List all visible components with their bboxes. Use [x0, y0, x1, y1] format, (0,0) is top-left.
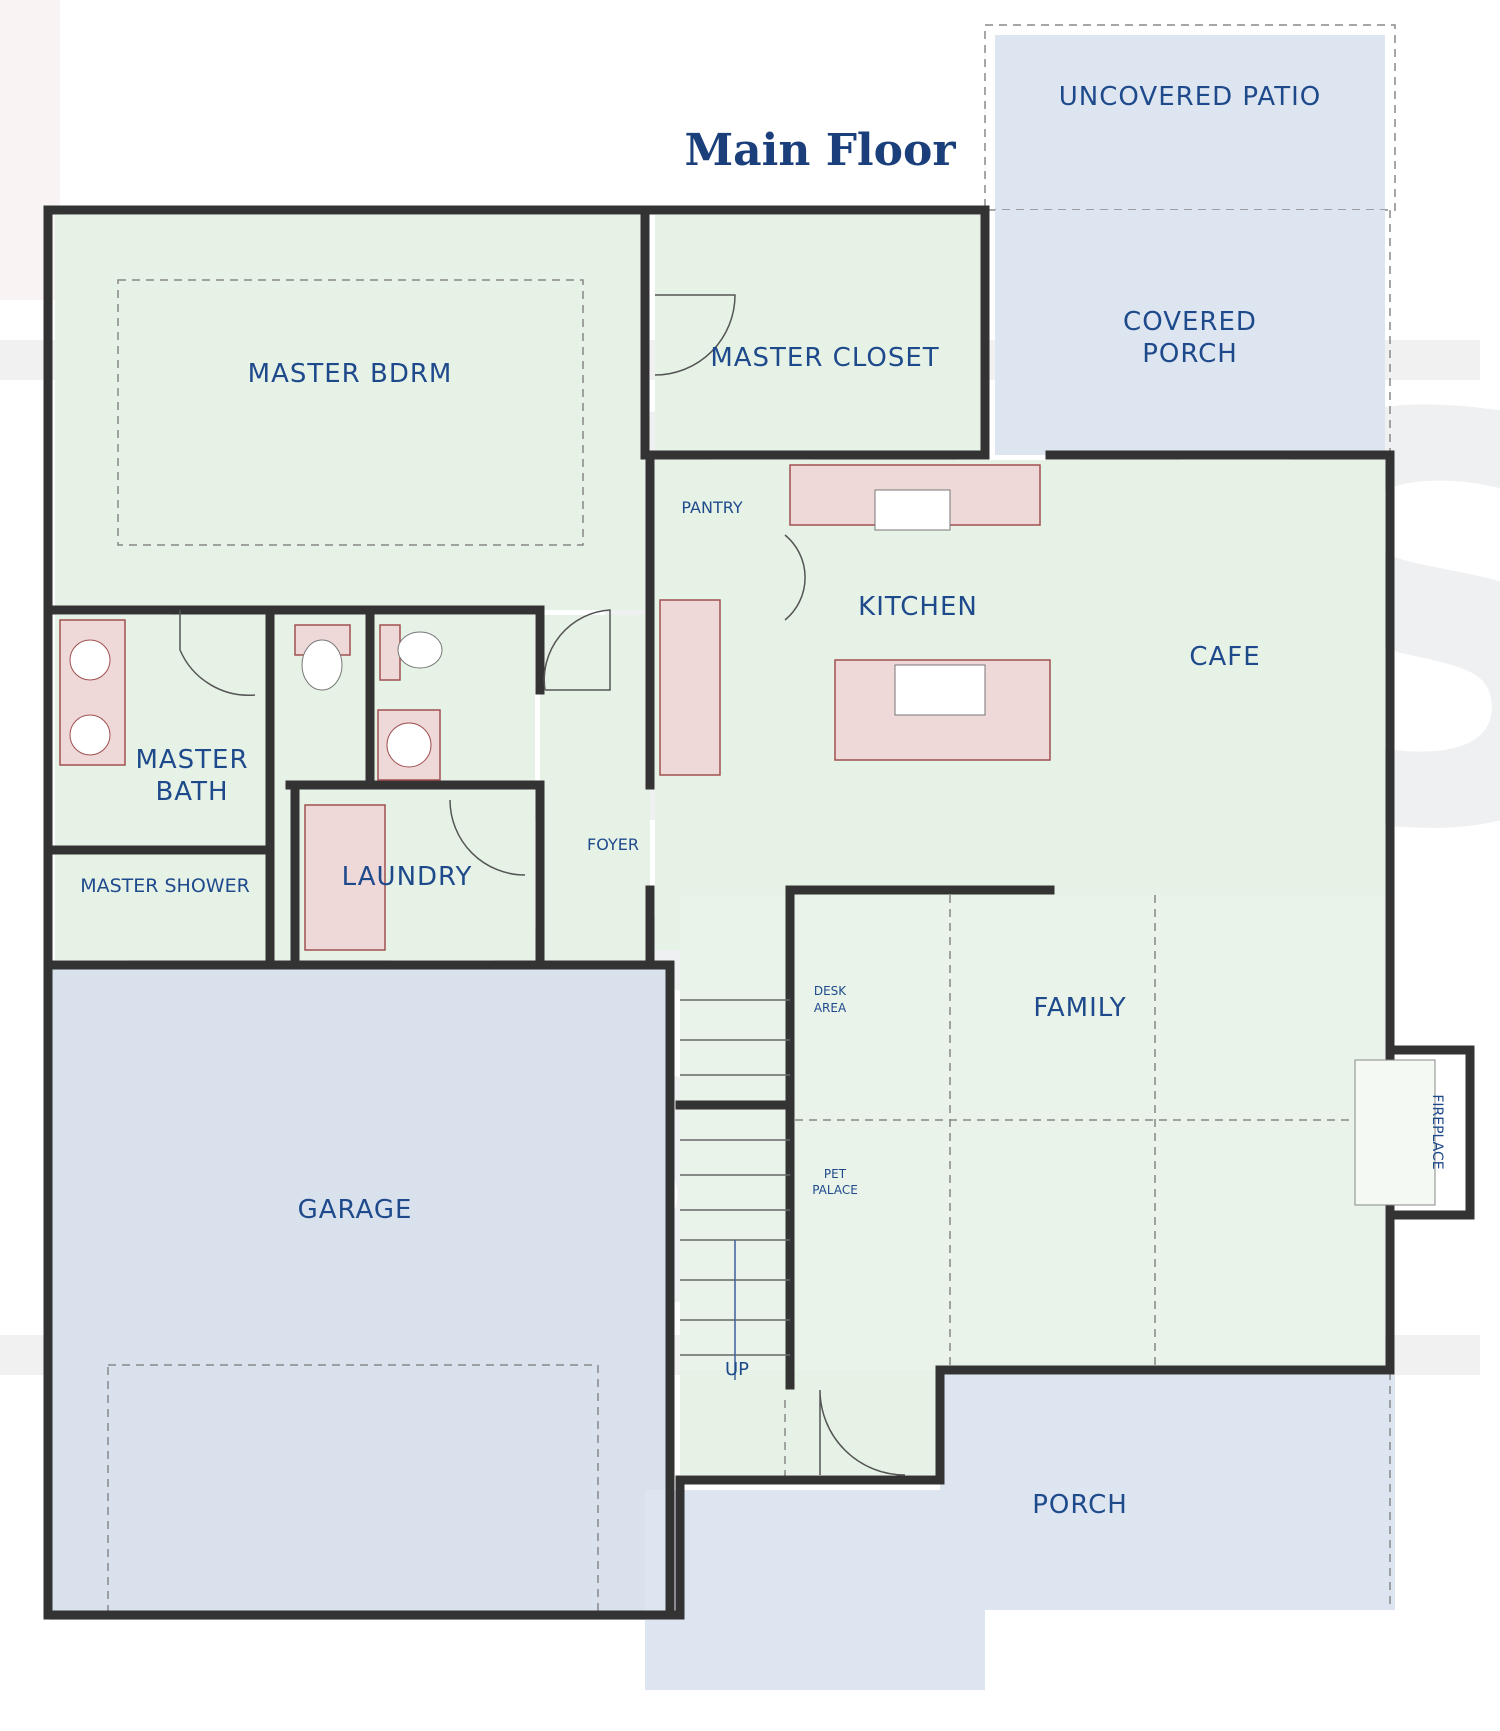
exterior-areas [50, 24, 1396, 1690]
doors [179, 294, 906, 1476]
label-covered-porch-line1: COVERED [1123, 307, 1257, 337]
label-master-bdrm: MASTER BDRM [248, 359, 453, 389]
label-porch: PORCH [1032, 1490, 1128, 1520]
porch-area [645, 1375, 1395, 1690]
label-covered-porch-line2: PORCH [1142, 339, 1238, 369]
label-desk-area-line1: DESK [814, 984, 847, 998]
label-garage: GARAGE [298, 1195, 413, 1225]
label-family: FAMILY [1033, 993, 1126, 1023]
label-laundry: LAUNDRY [342, 862, 473, 892]
covered-porch-area [995, 210, 1385, 455]
stairs [680, 999, 790, 1380]
label-master-bath-line1: MASTER [135, 745, 248, 775]
label-stairs-up: UP [725, 1359, 749, 1380]
label-pet-palace-line2: PALACE [812, 1183, 858, 1197]
room-labels: UNCOVERED PATIO COVERED PORCH MASTER BDR… [80, 82, 1445, 1520]
garage-area [50, 965, 670, 1620]
uncovered-patio-area [995, 35, 1385, 210]
label-pantry: PANTRY [681, 498, 742, 517]
label-master-closet: MASTER CLOSET [710, 343, 939, 373]
cabinet-fixture [659, 599, 721, 776]
interior-areas [55, 215, 1385, 1475]
label-uncovered-patio: UNCOVERED PATIO [1059, 82, 1321, 112]
label-desk-area-line2: AREA [814, 1001, 847, 1015]
label-master-bath-line2: BATH [155, 777, 228, 807]
page-title: Main Floor [684, 125, 956, 176]
label-pet-palace-line1: PET [824, 1167, 847, 1181]
label-foyer: FOYER [587, 835, 639, 854]
label-kitchen: KITCHEN [858, 592, 978, 622]
fireplace-hearth [1354, 1059, 1436, 1206]
walls [43, 205, 1475, 1620]
label-fireplace: FIREPLACE [1429, 1094, 1445, 1169]
washer-dryer [304, 804, 386, 951]
label-cafe: CAFE [1189, 642, 1260, 672]
fixtures [59, 464, 1436, 1380]
label-master-shower: MASTER SHOWER [80, 875, 250, 897]
